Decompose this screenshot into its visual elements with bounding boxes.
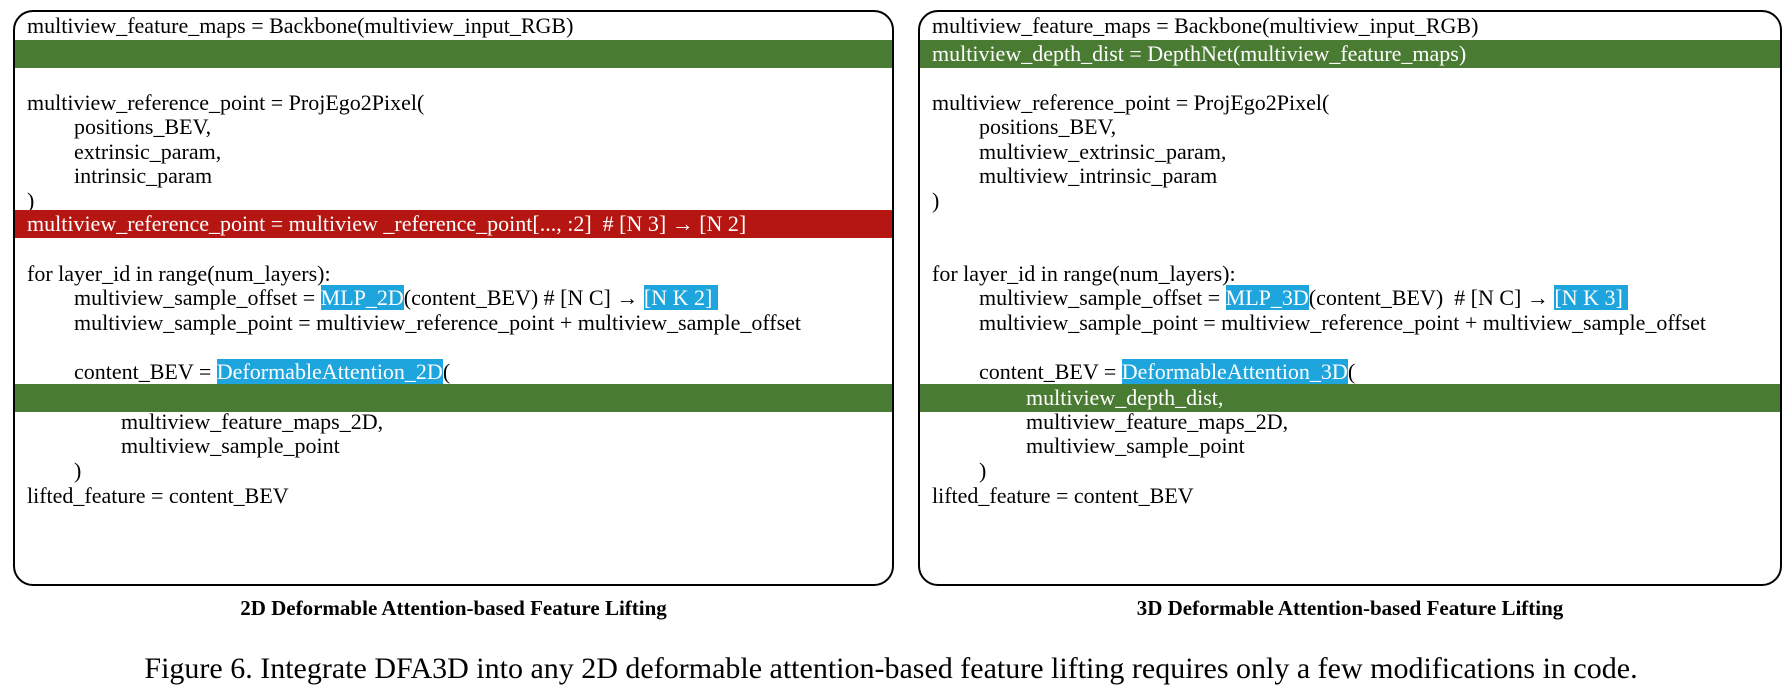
panel-caption-3d: 3D Deformable Attention-based Feature Li… [1136, 596, 1564, 620]
code-line: multiview_reference_point = ProjEgo2Pixe… [932, 90, 1330, 115]
code-line: for layer_id in range(num_layers): [932, 261, 1236, 286]
code-line: lifted_feature = content_BEV [932, 483, 1194, 508]
code-line: multiview_feature_maps_2D, [121, 409, 384, 434]
code-line: intrinsic_param [74, 163, 213, 188]
code-line: multiview_sample_point [1026, 433, 1245, 458]
code-text: multiview_sample_offset = [74, 285, 321, 310]
code-line: content_BEV = DeformableAttention_2D( [15, 358, 892, 386]
code-line: for layer_id in range(num_layers): [27, 261, 331, 286]
code-text: multiview_sample_offset = [979, 285, 1226, 310]
code-line: multiview_sample_point [121, 433, 340, 458]
code-line: positions_BEV, [74, 114, 212, 139]
code-panel-3d: multiview_feature_maps = Backbone(multiv… [918, 10, 1782, 586]
code-line: multiview_sample_offset = MLP_2D(content… [15, 284, 892, 312]
code-line: multiview_feature_maps = Backbone(multiv… [932, 13, 1479, 38]
highlighted-token: [N K 3] [1554, 285, 1629, 310]
code-text: ( [442, 359, 451, 384]
highlighted-token: DeformableAttention_2D [216, 359, 443, 384]
code-line: extrinsic_param, [74, 139, 222, 164]
added-line-placeholder [15, 384, 892, 412]
code-line: content_BEV = DeformableAttention_3D( [920, 358, 1780, 386]
added-line: multiview_depth_dist = DepthNet(multivie… [920, 40, 1780, 68]
code-panel-2d: multiview_feature_maps = Backbone(multiv… [13, 10, 894, 586]
code-line: multiview_feature_maps = Backbone(multiv… [27, 13, 574, 38]
code-line: ) [979, 458, 987, 483]
code-line: lifted_feature = content_BEV [27, 483, 289, 508]
figure-caption: Figure 6. Integrate DFA3D into any 2D de… [144, 652, 1638, 685]
code-line: positions_BEV, [979, 114, 1117, 139]
added-line: multiview_depth_dist, [920, 384, 1780, 412]
code-line: multiview_intrinsic_param [979, 163, 1218, 188]
code-line: multiview_sample_point = multiview_refer… [979, 310, 1707, 335]
code-text: content_BEV = [979, 359, 1122, 384]
code-text: content_BEV = [74, 359, 217, 384]
code-line: ) [27, 188, 35, 213]
code-text: (content_BEV) # [N C] → [1308, 285, 1555, 310]
added-line-placeholder [15, 40, 892, 68]
highlighted-token: MLP_3D [1225, 285, 1309, 310]
highlighted-token: MLP_2D [320, 285, 404, 310]
code-text: (content_BEV) # [N C] → [403, 285, 644, 310]
code-line: multiview_reference_point = ProjEgo2Pixe… [27, 90, 425, 115]
code-text: ( [1347, 359, 1356, 384]
removed-line: multiview_reference_point = multiview _r… [15, 210, 892, 238]
code-line: multiview_extrinsic_param, [979, 139, 1227, 164]
code-line: ) [74, 458, 82, 483]
code-line: multiview_sample_point = multiview_refer… [74, 310, 802, 335]
code-line: multiview_sample_offset = MLP_3D(content… [920, 284, 1780, 312]
code-line: multiview_feature_maps_2D, [1026, 409, 1289, 434]
panel-caption-2d: 2D Deformable Attention-based Feature Li… [240, 596, 667, 620]
highlighted-token: [N K 2] [643, 285, 718, 310]
highlighted-token: DeformableAttention_3D [1121, 359, 1348, 384]
code-line: ) [932, 188, 940, 213]
